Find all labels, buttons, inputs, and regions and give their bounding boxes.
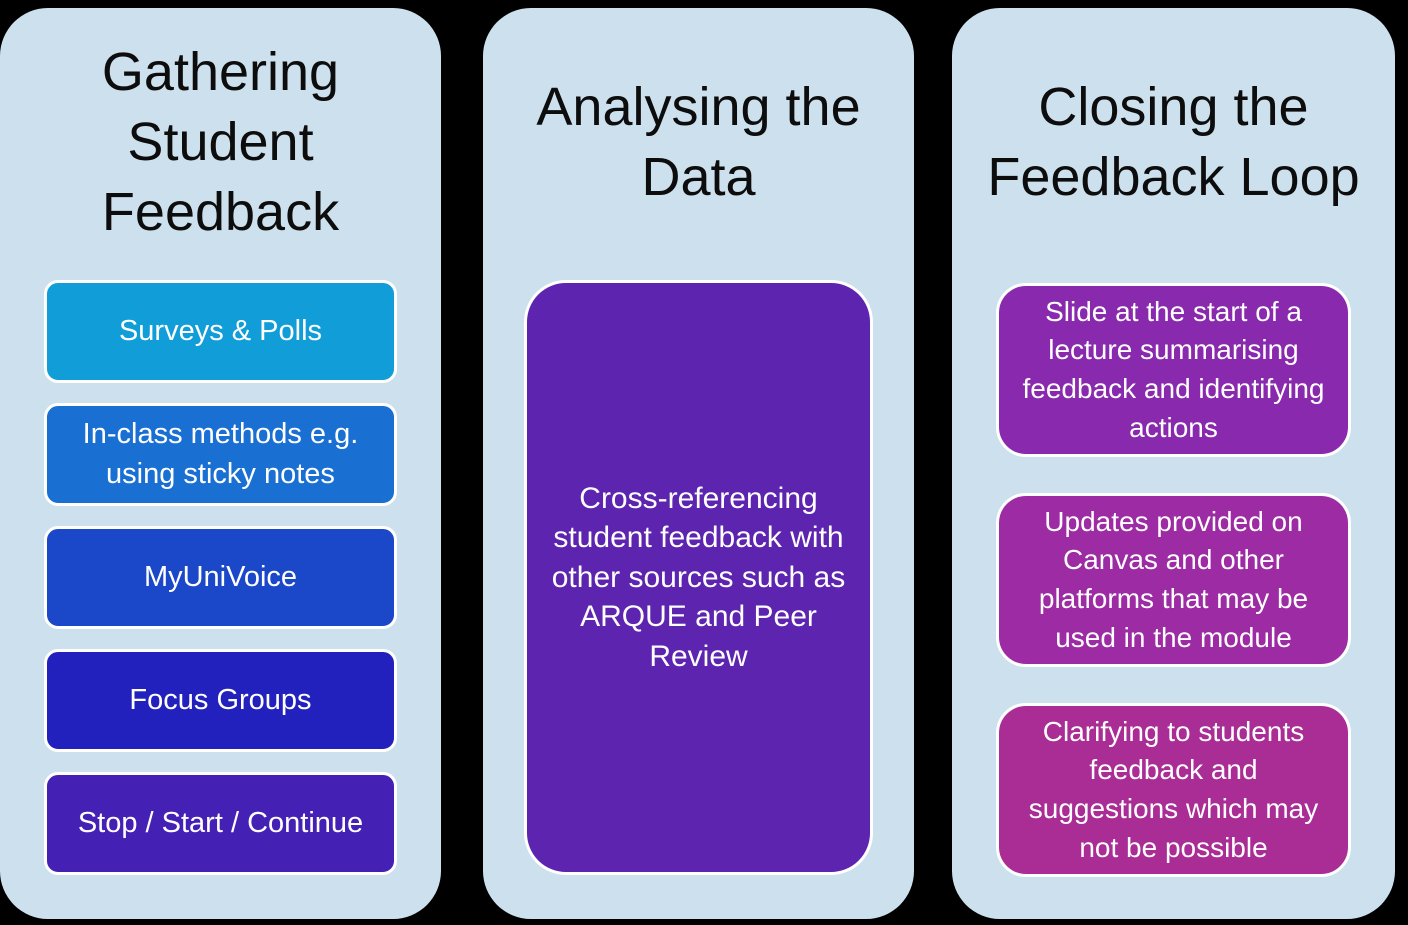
column-panel-gathering-feedback: Gathering Student Feedback Surveys & Pol… — [0, 8, 441, 919]
feedback-method-box-focus-groups: Focus Groups — [44, 649, 397, 752]
closing-loop-box-lecture-slide: Slide at the start of a lecture summaris… — [996, 283, 1351, 457]
closing-loop-box-canvas-updates: Updates provided on Canvas and other pla… — [996, 493, 1351, 667]
box-label: Stop / Start / Continue — [77, 806, 364, 839]
box-label: Updates provided on Canvas and other pla… — [1038, 505, 1309, 653]
box-label: MyUniVoice — [143, 560, 298, 593]
column-boxes: Surveys & Polls In-class methods e.g. us… — [0, 280, 441, 875]
column-title-area: Analysing the Data — [483, 8, 914, 276]
box-label: Slide at the start of a lecture summaris… — [1022, 295, 1325, 443]
feedback-method-box-myunivoice: MyUniVoice — [44, 526, 397, 629]
column-title: Closing the Feedback Loop — [987, 76, 1360, 207]
column-panel-analysing-data: Analysing the Data Cross-referencing stu… — [483, 8, 914, 919]
column-boxes: Cross-referencing student feedback with … — [483, 280, 914, 875]
box-label: Clarifying to students feedback and sugg… — [1028, 715, 1319, 863]
box-label: Focus Groups — [129, 683, 312, 716]
feedback-method-box-surveys-polls: Surveys & Polls — [44, 280, 397, 383]
analysis-box-cross-referencing: Cross-referencing student feedback with … — [524, 280, 873, 875]
column-title-area: Closing the Feedback Loop — [952, 8, 1395, 276]
column-title: Gathering Student Feedback — [101, 41, 340, 243]
box-label: In-class methods e.g. using sticky notes — [82, 418, 359, 490]
box-label: Cross-referencing student feedback with … — [551, 481, 846, 673]
column-panel-closing-loop: Closing the Feedback Loop Slide at the s… — [952, 8, 1395, 919]
column-boxes: Slide at the start of a lecture summaris… — [952, 283, 1395, 877]
column-title: Analysing the Data — [536, 76, 861, 207]
feedback-method-box-stop-start-continue: Stop / Start / Continue — [44, 772, 397, 875]
feedback-method-box-in-class-methods: In-class methods e.g. using sticky notes — [44, 403, 397, 506]
closing-loop-box-clarifying-feedback: Clarifying to students feedback and sugg… — [996, 703, 1351, 877]
box-label: Surveys & Polls — [118, 314, 323, 347]
column-title-area: Gathering Student Feedback — [0, 8, 441, 276]
